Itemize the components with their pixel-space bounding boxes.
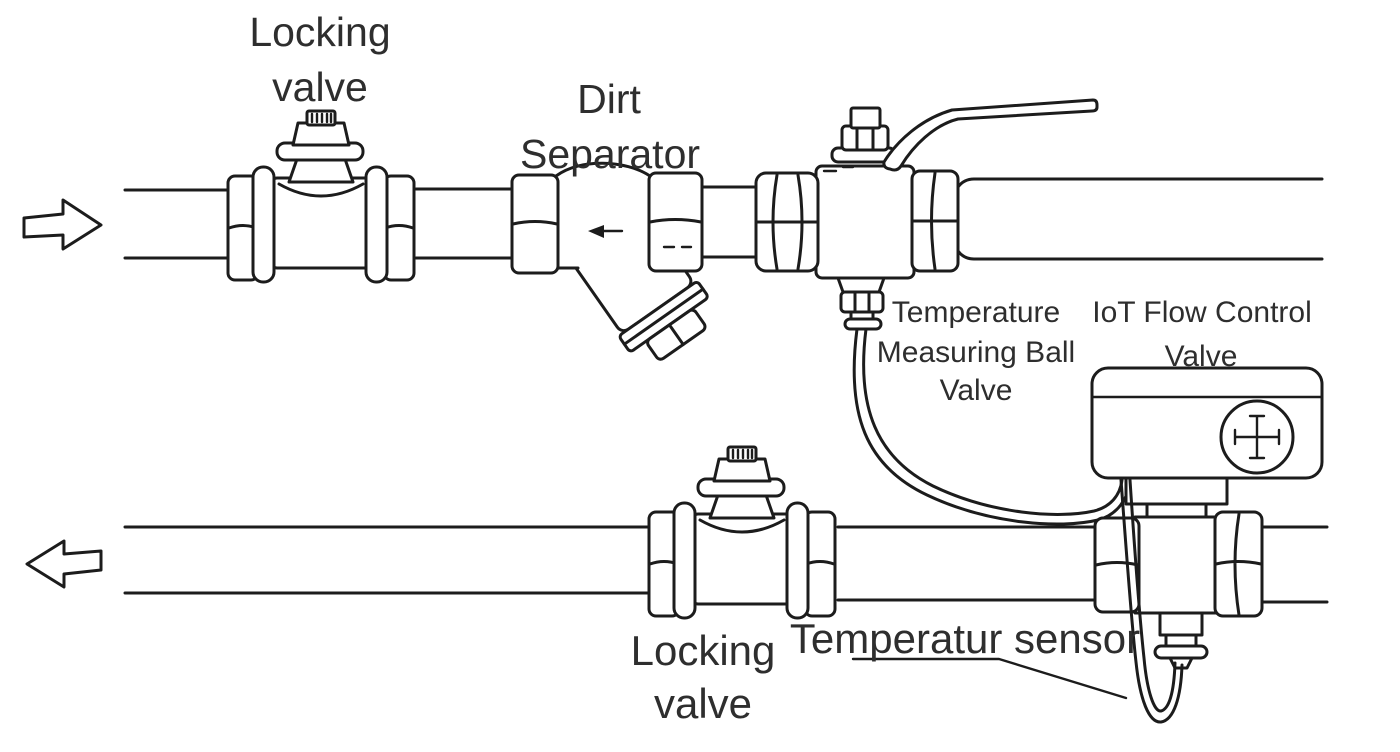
return-pipe-segment-3 — [1260, 525, 1329, 604]
cable-line-inner — [862, 327, 1124, 516]
label-locking-valve-top-line1: Locking — [249, 9, 390, 55]
sensor-cable-inner — [1128, 478, 1177, 713]
locking-valve-top — [226, 109, 416, 284]
label-temp-ball-valve-line3: Valve — [940, 374, 1013, 407]
return-pipe-segment-1 — [123, 525, 651, 595]
ball-valve-stem-top — [849, 106, 882, 130]
supply-pipe-segment-1 — [123, 188, 230, 260]
iot-valve-stem-plate — [1124, 475, 1229, 506]
iot-valve-right-nut-facets — [1214, 512, 1263, 617]
supply-pipe-segment-2 — [414, 187, 515, 260]
supply-pipe-segment-4 — [956, 177, 1324, 261]
label-locking-valve-top-line2: valve — [272, 64, 368, 110]
ball-valve-body — [814, 164, 916, 280]
sensor-cable-outer — [1119, 478, 1184, 724]
flow-out-arrow-icon — [25, 539, 103, 589]
flow-mark-arrow-icon — [588, 225, 604, 238]
label-temperature-sensor: Temperatur sensor — [790, 615, 1140, 662]
cable-line-outer — [852, 327, 1133, 526]
sensor-port-nut — [839, 290, 885, 314]
ball-valve-stem-nut-facets — [855, 125, 875, 151]
return-pipe-segment-2 — [836, 525, 1098, 602]
iot-valve-body — [1133, 515, 1219, 615]
temperature-sensor-cable — [1119, 478, 1184, 724]
ball-valve-left-nut-facets — [755, 173, 819, 271]
label-iot-valve-line2: Valve — [1165, 340, 1238, 373]
label-dirt-separator-line1: Dirt — [577, 76, 641, 122]
dirt-separator — [510, 161, 709, 361]
labels: Locking valve Dirt Separator Temperature… — [249, 9, 1311, 727]
ball-valve-stem-nut — [840, 124, 890, 152]
ball-valve-hidden-dashes — [822, 165, 855, 173]
sensor-port-flange — [843, 317, 883, 331]
iot-sensor-flange — [1153, 644, 1209, 660]
strainer-body-top — [554, 161, 652, 178]
iot-sensor-fitting — [1158, 611, 1204, 637]
ball-valve-handle — [882, 98, 1099, 172]
strainer-left-nut-facet — [511, 220, 559, 226]
label-locking-valve-bottom-line2: valve — [654, 680, 752, 727]
ball-valve-right-nut-facets — [911, 171, 959, 271]
label-dirt-separator-line2: Separator — [520, 131, 700, 177]
strainer-body-fill — [556, 163, 650, 268]
sensor-port-neck — [836, 276, 886, 294]
ball-valve-sensor-cable — [852, 327, 1133, 526]
cross-screw-icon — [1233, 414, 1281, 460]
return-pipe — [123, 525, 1329, 604]
label-temp-ball-valve-line1: Temperature — [892, 296, 1060, 329]
supply-pipe-segment-3 — [700, 185, 760, 259]
flow-in-arrow-icon — [22, 198, 103, 251]
locking-valve-bottom — [647, 445, 837, 620]
strainer-plug-facet — [667, 323, 685, 347]
label-iot-valve-line1: IoT Flow Control — [1092, 296, 1312, 329]
strainer-right-nut-facet — [648, 218, 703, 224]
strainer-flange-line — [622, 287, 705, 346]
label-locking-valve-bottom-line1: Locking — [631, 627, 776, 674]
temperature-measuring-ball-valve — [754, 98, 1099, 331]
label-temp-ball-valve-line2: Measuring Ball — [877, 336, 1075, 369]
temperature-sensor-leader-line — [851, 657, 1128, 700]
sensor-port-nut-facets — [853, 291, 871, 313]
